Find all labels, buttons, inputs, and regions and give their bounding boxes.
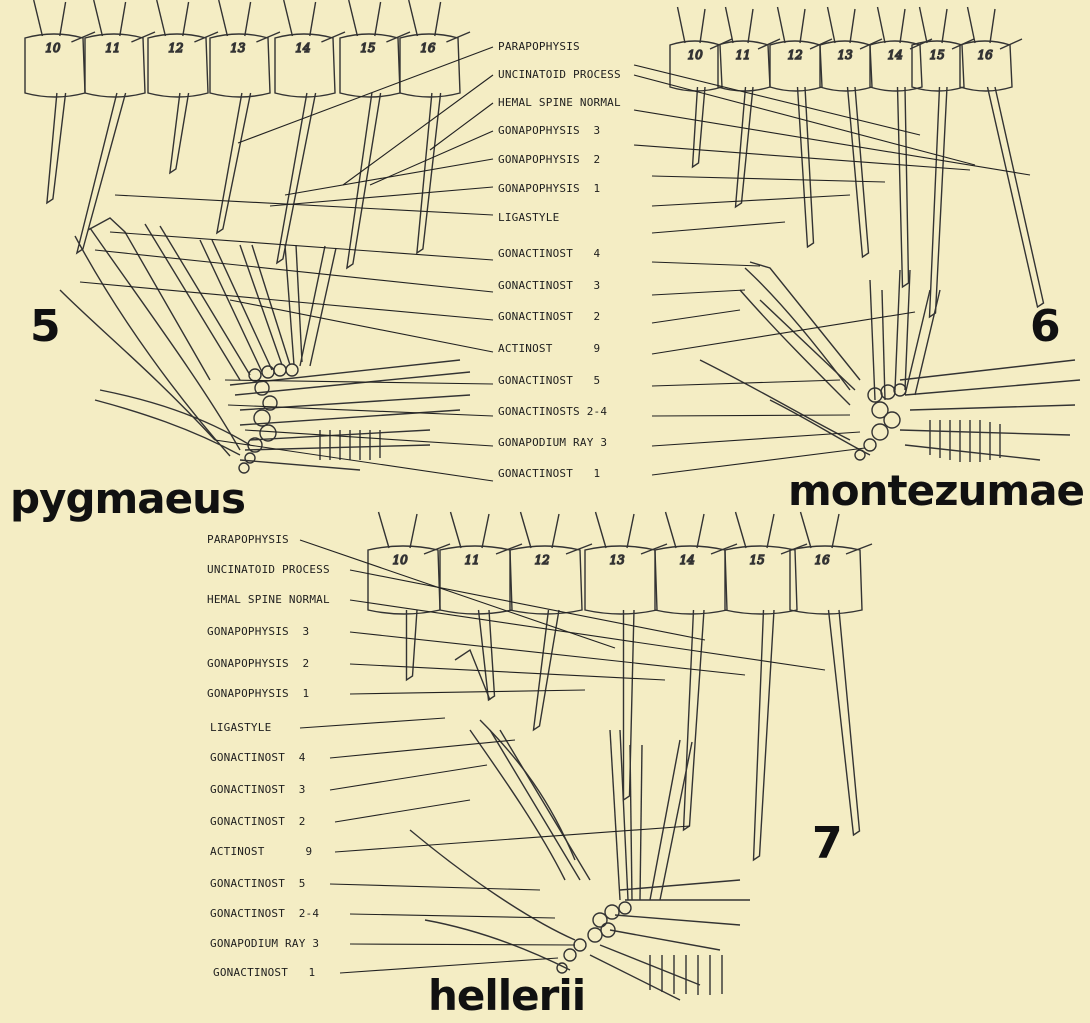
vertebra-number: 14: [888, 48, 903, 62]
label-actinost-9: ACTINOST 9: [210, 845, 312, 859]
vertebra: 15: [725, 512, 807, 860]
figure-number-5: 5: [30, 305, 61, 349]
vertebra-number: 12: [168, 41, 183, 55]
vertebra-number: 13: [610, 553, 626, 567]
label-gonapodium-ray-3: GONAPODIUM RAY 3: [498, 436, 607, 450]
label-hemal-spine-normal: HEMAL SPINE NORMAL: [498, 96, 621, 110]
label-parapophysis: PARAPOPHYSIS: [207, 533, 289, 547]
label-gonactinost-5: GONACTINOST 5: [498, 374, 600, 388]
vertebra: 12: [770, 7, 832, 247]
vertebra: 16: [960, 7, 1044, 307]
vertebra-number: 10: [688, 48, 704, 62]
vertebra-number: 11: [105, 41, 120, 55]
vertebra: 14: [275, 0, 345, 263]
label-uncinatoid-process: UNCINATOID PROCESS: [498, 68, 621, 82]
vertebra-number: 15: [750, 553, 765, 567]
label-gonactinost-1: GONACTINOST 1: [213, 966, 315, 980]
vertebral-column-fig7: 10 11 12 13 14 15 16: [368, 512, 872, 860]
label-hemal-spine-normal: HEMAL SPINE NORMAL: [207, 593, 330, 607]
vertebra: 11: [77, 0, 155, 253]
vertebra-number: 14: [295, 41, 310, 55]
fin-structure-fig7: [410, 650, 750, 1000]
vertebra: 12: [148, 0, 218, 173]
vertebra-number: 11: [465, 553, 480, 567]
fin-structure-fig5: [60, 218, 470, 473]
label-gonapodium-ray-3: GONAPODIUM RAY 3: [210, 937, 319, 951]
figure-number-7: 7: [812, 822, 843, 866]
vertebra: 11: [718, 7, 780, 207]
vertebra: 16: [790, 512, 872, 835]
vertebra: 14: [870, 7, 932, 287]
label-actinost-9: ACTINOST 9: [498, 342, 600, 356]
label-gonactinost-2: GONACTINOST 2: [498, 310, 600, 324]
vertebra-number: 12: [535, 553, 550, 567]
vertebra-number: 10: [393, 553, 409, 567]
label-gonactinost-2-4: GONACTINOST 2-4: [210, 907, 319, 921]
label-gonactinosts-2-4: GONACTINOSTS 2-4: [498, 405, 607, 419]
label-gonapophysis-1: GONAPOPHYSIS 1: [207, 687, 309, 701]
species-name-montezumae: montezumae: [788, 470, 1084, 512]
species-name-hellerii: hellerii: [428, 975, 585, 1017]
vertebra-number: 14: [680, 553, 695, 567]
vertebra: 12: [510, 512, 592, 730]
label-gonactinost-5: GONACTINOST 5: [210, 877, 306, 891]
label-gonapophysis-3: GONAPOPHYSIS 3: [207, 625, 309, 639]
vertebra-number: 13: [230, 41, 246, 55]
vertebra: 13: [210, 0, 280, 233]
label-gonapophysis-3: GONAPOPHYSIS 3: [498, 124, 600, 138]
vertebra-number: 16: [978, 48, 994, 62]
vertebra-number: 15: [360, 41, 375, 55]
fin-structure-fig6: [700, 262, 1080, 462]
figure-number-6: 6: [1030, 305, 1061, 349]
vertebra: 10: [25, 0, 95, 203]
label-gonactinost-1: GONACTINOST 1: [498, 467, 600, 481]
label-gonapophysis-2: GONAPOPHYSIS 2: [207, 657, 309, 671]
vertebra-number: 16: [420, 41, 436, 55]
label-uncinatoid-process: UNCINATOID PROCESS: [207, 563, 330, 577]
vertebra: 16: [400, 0, 470, 253]
vertebra: 10: [368, 512, 450, 680]
label-gonactinost-3: GONACTINOST 3: [498, 279, 600, 293]
vertebra-number: 10: [45, 41, 61, 55]
label-gonactinost-4: GONACTINOST 4: [498, 247, 600, 261]
label-gonactinost-3: GONACTINOST 3: [210, 783, 306, 797]
vertebra-number: 12: [788, 48, 803, 62]
vertebra-number: 11: [736, 48, 751, 62]
species-name-pygmaeus: pygmaeus: [10, 478, 245, 520]
label-ligastyle: LIGASTYLE: [210, 721, 271, 735]
label-gonactinost-4: GONACTINOST 4: [210, 751, 306, 765]
label-gonapophysis-1: GONAPOPHYSIS 1: [498, 182, 600, 196]
label-parapophysis: PARAPOPHYSIS: [498, 40, 580, 54]
vertebra-number: 16: [815, 553, 831, 567]
label-gonactinost-2: GONACTINOST 2: [210, 815, 306, 829]
label-ligastyle: LIGASTYLE: [498, 211, 559, 225]
vertebra-number: 13: [838, 48, 854, 62]
vertebra-number: 15: [930, 48, 945, 62]
label-gonapophysis-2: GONAPOPHYSIS 2: [498, 153, 600, 167]
